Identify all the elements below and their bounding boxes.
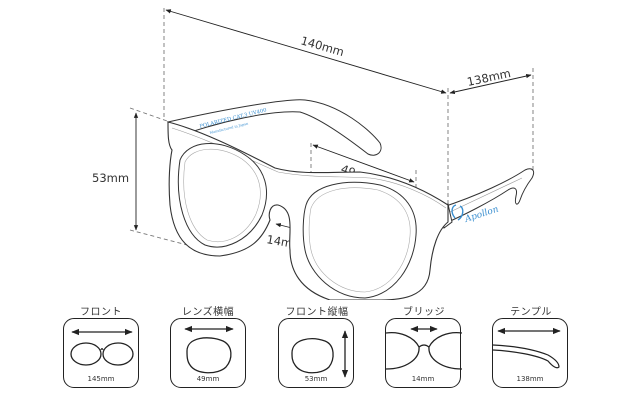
temple-length-label: 138mm <box>466 66 512 89</box>
left-temple <box>166 99 382 156</box>
card-temple: 138mm <box>492 318 568 388</box>
bridge-icon <box>386 325 462 370</box>
card-bridge: 14mm <box>385 318 462 388</box>
lens-width-icon <box>184 325 234 374</box>
card-front-width: 145mm <box>63 318 139 388</box>
total-width-label: 140mm <box>299 33 345 59</box>
card-lens-width: 49mm <box>170 318 246 388</box>
dimension-arrows <box>133 9 532 231</box>
card-frame-height: 53mm <box>278 318 354 388</box>
glasses-drawing: 140mm 138mm 53mm 49mm 14mm POLARIZED CAT… <box>92 8 535 300</box>
card-value-temple: 138mm <box>516 375 544 383</box>
card-value-front: 145mm <box>87 375 115 383</box>
frame-height-icon <box>291 330 349 378</box>
card-label-front: フロント <box>80 307 122 318</box>
card-value-bridge: 14mm <box>411 375 435 383</box>
laurel-icon <box>451 204 464 221</box>
card-value-lens-width: 49mm <box>196 375 220 383</box>
total-width-arrow <box>165 9 447 94</box>
card-label-bridge: ブリッジ <box>403 307 445 318</box>
right-temple <box>439 168 535 223</box>
lens-width-arrow <box>312 144 415 183</box>
temple-length-arrow <box>449 73 532 95</box>
left-lens <box>177 143 267 248</box>
card-value-frame-height: 53mm <box>304 375 328 383</box>
temple-icon <box>493 327 561 369</box>
card-label-lens-width: レンズ横幅 <box>181 307 235 318</box>
front-width-icon <box>70 328 134 366</box>
card-label-temple: テンプル <box>510 307 552 318</box>
right-lens <box>302 181 417 299</box>
frame-height-label: 53mm <box>92 171 129 185</box>
card-label-frame-height: フロント縦幅 <box>285 307 349 318</box>
